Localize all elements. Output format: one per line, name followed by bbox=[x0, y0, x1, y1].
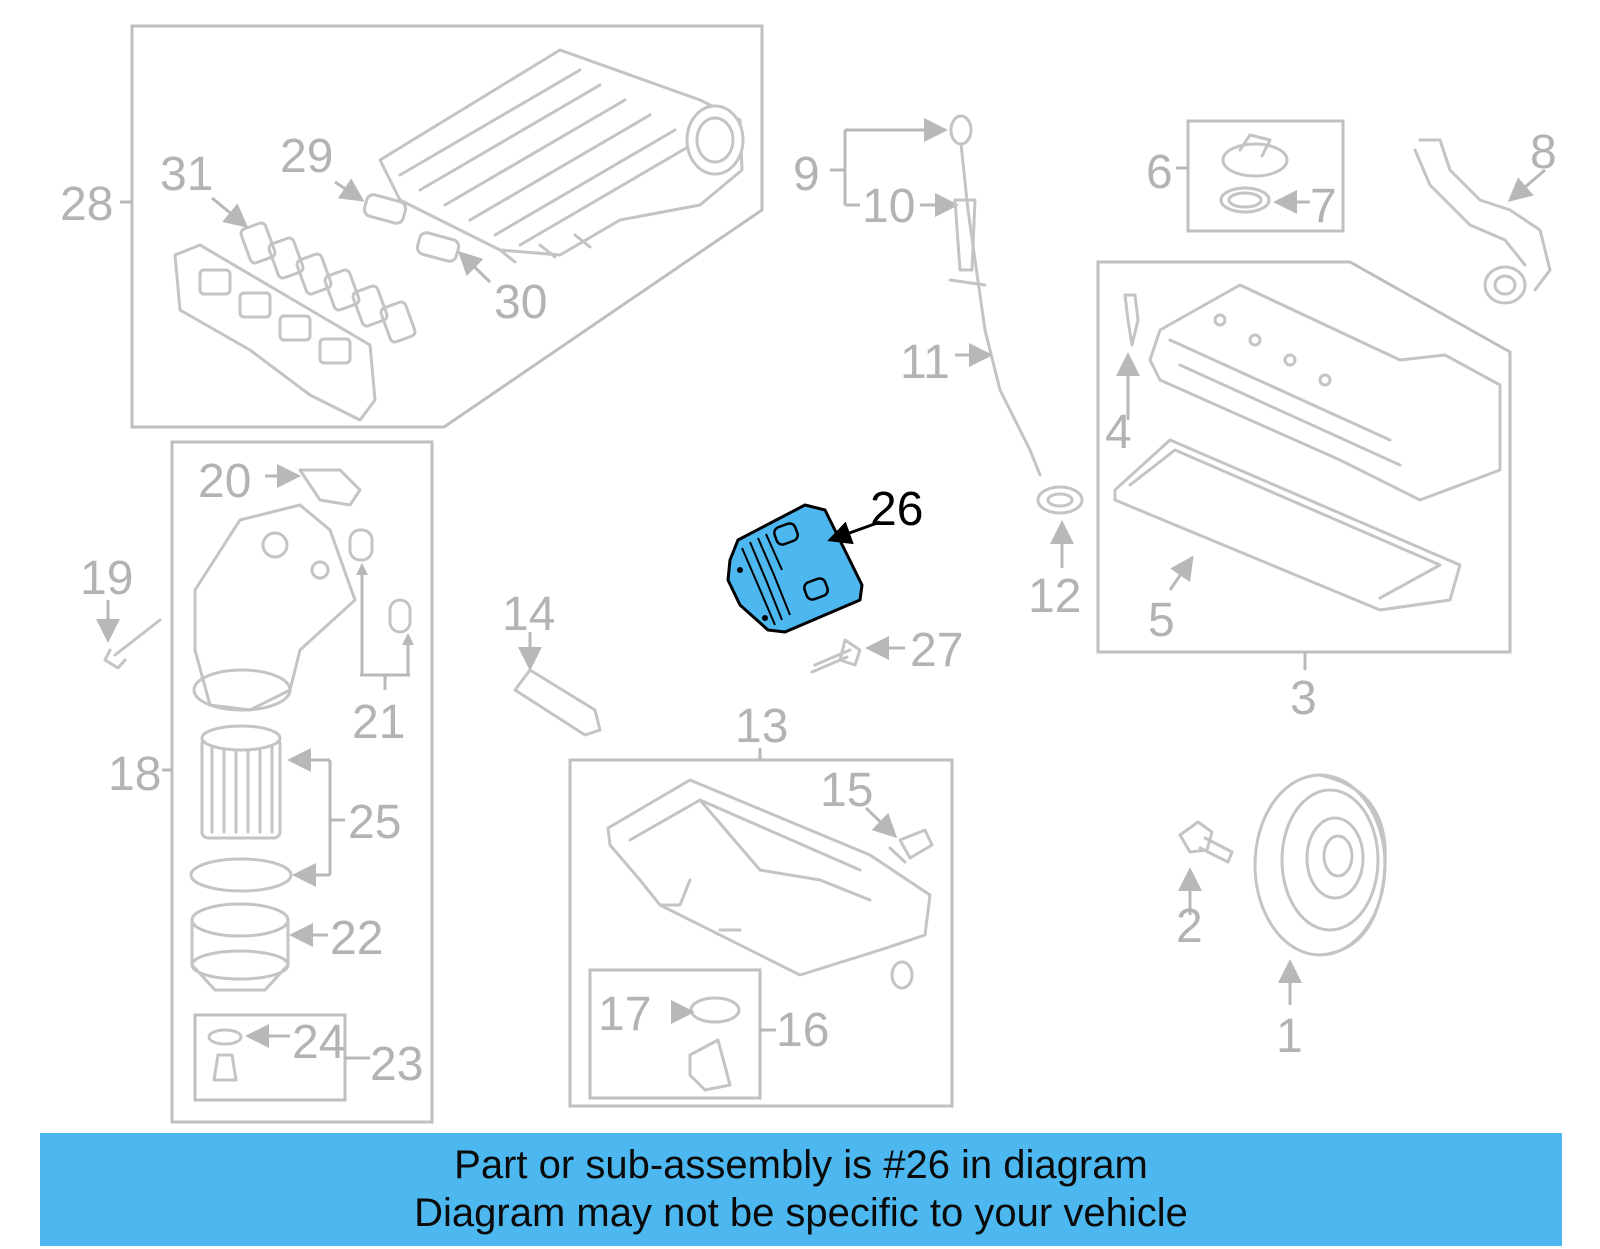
callout-7: 7 bbox=[1310, 180, 1337, 233]
gasket-29-drawing bbox=[362, 193, 408, 225]
lower-intake-manifold-drawing bbox=[173, 243, 377, 422]
callout-26: 26 bbox=[870, 483, 923, 536]
group-box-6 bbox=[1186, 119, 1345, 233]
callout-13: 13 bbox=[735, 700, 788, 753]
callout-1: 1 bbox=[1276, 1010, 1303, 1063]
callout-17: 17 bbox=[598, 988, 651, 1041]
intake-manifold-group: 28 31 29 30 bbox=[60, 24, 764, 429]
callout-2: 2 bbox=[1176, 900, 1203, 953]
callout-3: 3 bbox=[1290, 672, 1317, 725]
callout-14: 14 bbox=[502, 588, 555, 641]
oil-pan-group: 13 15 17 16 bbox=[568, 700, 954, 1108]
callout-8: 8 bbox=[1530, 126, 1557, 179]
gasket-30-drawing bbox=[415, 231, 461, 263]
group-box-16 bbox=[588, 968, 762, 1100]
oil-filter-housing-drawing bbox=[193, 503, 357, 712]
callout-20: 20 bbox=[198, 455, 251, 508]
callout-27: 27 bbox=[910, 624, 963, 677]
oil-filter-housing-group: 19 20 21 18 25 22 24 23 bbox=[80, 440, 434, 1124]
callout-12: 12 bbox=[1028, 570, 1081, 623]
banner-line-2: Diagram may not be specific to your vehi… bbox=[414, 1191, 1188, 1235]
group-box-18 bbox=[170, 440, 434, 1124]
callout-23: 23 bbox=[370, 1038, 423, 1091]
info-banner: Part or sub-assembly is #26 in diagram D… bbox=[40, 1133, 1562, 1246]
oil-cap-group: 6 7 bbox=[1146, 119, 1345, 233]
group-box-3 bbox=[1096, 260, 1512, 654]
crank-pulley-group: 2 1 bbox=[1176, 773, 1387, 1063]
pcv-hose-group: 8 bbox=[1413, 126, 1557, 305]
group-box-28 bbox=[130, 24, 764, 429]
callout-5: 5 bbox=[1148, 594, 1175, 647]
callout-28: 28 bbox=[60, 178, 113, 231]
callout-21: 21 bbox=[352, 696, 405, 749]
oil-filter-element-drawing bbox=[200, 736, 282, 840]
callout-15: 15 bbox=[820, 764, 873, 817]
banner-line-1: Part or sub-assembly is #26 in diagram bbox=[454, 1143, 1148, 1187]
valve-cover-group: 4 5 3 bbox=[1096, 260, 1512, 725]
callout-4: 4 bbox=[1105, 406, 1132, 459]
valve-cover-gasket-drawing bbox=[1113, 438, 1462, 612]
callout-11: 11 bbox=[900, 336, 950, 389]
callout-6: 6 bbox=[1146, 146, 1173, 199]
callout-9: 9 bbox=[793, 148, 820, 201]
callout-19: 19 bbox=[80, 552, 133, 605]
upper-intake-manifold-drawing bbox=[378, 48, 745, 264]
callout-22: 22 bbox=[330, 912, 383, 965]
oil-cooler-drawing bbox=[726, 503, 864, 634]
oil-pan-drawing bbox=[606, 778, 932, 977]
callout-24: 24 bbox=[292, 1016, 345, 1069]
gasket-set-31-drawing bbox=[239, 221, 417, 344]
callout-31: 31 bbox=[160, 148, 213, 201]
callout-30: 30 bbox=[494, 276, 547, 329]
oil-cooler-highlight bbox=[726, 503, 864, 634]
callout-25: 25 bbox=[348, 796, 401, 849]
callout-18: 18 bbox=[108, 748, 161, 801]
valve-cover-drawing bbox=[1148, 283, 1502, 502]
oil-cooler-group: 26 27 bbox=[726, 483, 963, 677]
dipstick-group: 9 10 11 12 bbox=[793, 114, 1084, 623]
callout-29: 29 bbox=[280, 130, 333, 183]
callout-10: 10 bbox=[862, 180, 915, 233]
part-14-group: 14 bbox=[502, 588, 602, 737]
callout-16: 16 bbox=[776, 1004, 829, 1057]
